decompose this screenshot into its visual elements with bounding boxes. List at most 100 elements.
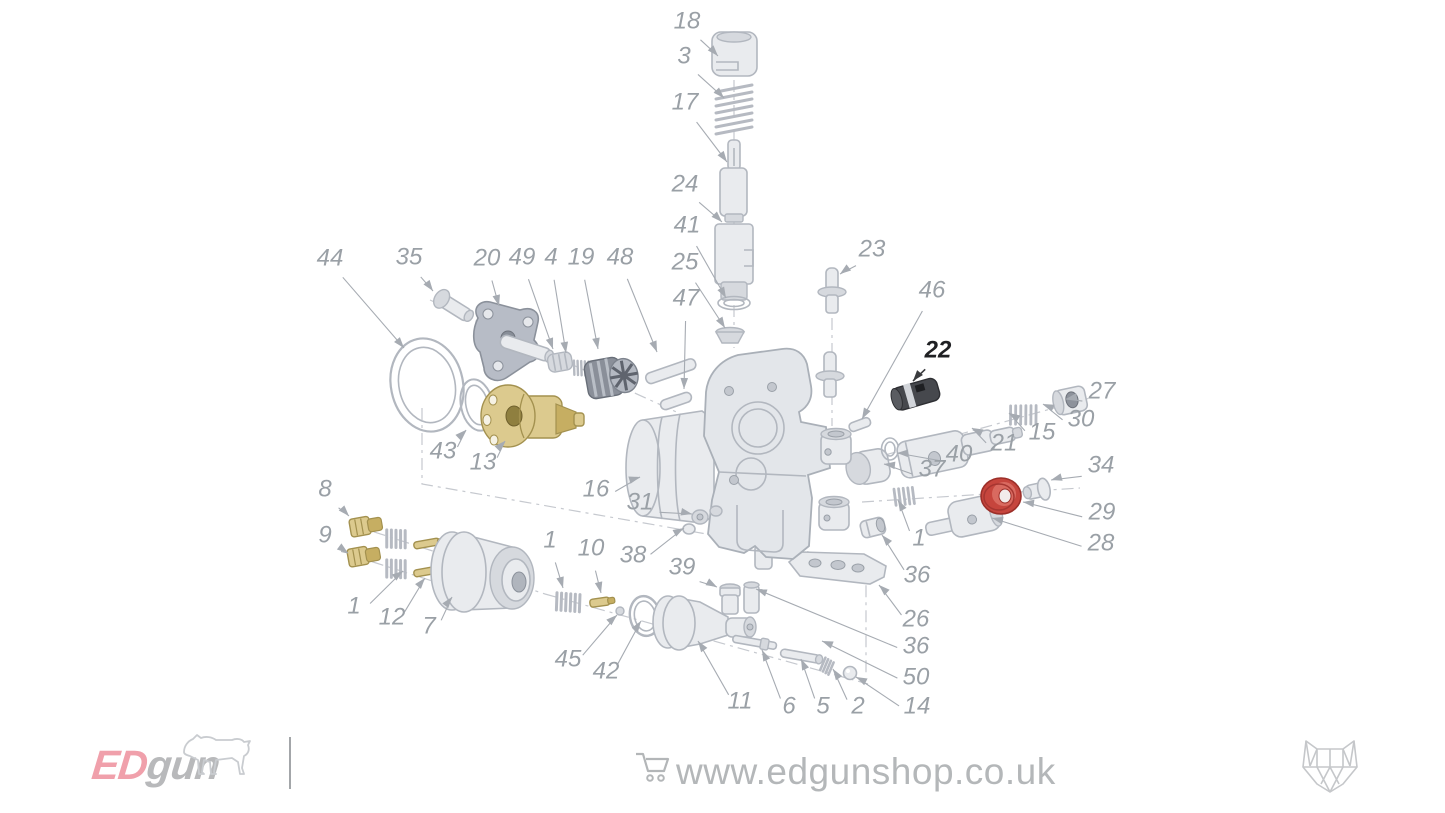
svg-text:35: 35 bbox=[396, 243, 423, 270]
svg-text:14: 14 bbox=[904, 692, 931, 719]
svg-text:13: 13 bbox=[470, 448, 497, 475]
part-1-spring-right bbox=[892, 486, 916, 507]
svg-text:2: 2 bbox=[850, 692, 864, 719]
callout-28: 28 bbox=[991, 516, 1115, 556]
part-37-plug bbox=[845, 448, 891, 486]
svg-text:15: 15 bbox=[1029, 418, 1056, 445]
part-13-gold-hammer bbox=[480, 384, 585, 448]
part-47-pin bbox=[659, 391, 693, 411]
svg-text:39: 39 bbox=[669, 553, 696, 580]
callout-30: 30 bbox=[1042, 403, 1095, 432]
part-4-spring-small bbox=[572, 359, 591, 378]
part-21-valve-cylinder bbox=[896, 426, 1024, 479]
part-2-spring bbox=[818, 656, 835, 676]
callout-34: 34 bbox=[1050, 451, 1115, 481]
svg-text:1: 1 bbox=[543, 526, 556, 553]
callout-27: 27 bbox=[1065, 377, 1117, 404]
svg-text:28: 28 bbox=[1087, 529, 1115, 556]
svg-text:36: 36 bbox=[904, 561, 931, 588]
part-31-38-screws bbox=[682, 505, 723, 535]
part-36-cylinder-b bbox=[743, 581, 760, 614]
callout-1: 1 bbox=[347, 570, 404, 619]
callout-14: 14 bbox=[855, 676, 931, 719]
svg-text:46: 46 bbox=[919, 276, 946, 303]
svg-text:31: 31 bbox=[627, 488, 654, 515]
part-7-piston-housing bbox=[430, 531, 535, 613]
part-8-brass-fitting bbox=[348, 515, 384, 538]
callout-10: 10 bbox=[578, 534, 605, 594]
svg-text:1: 1 bbox=[347, 592, 360, 619]
rottweiler-dog-icon bbox=[183, 734, 251, 775]
part-25-poppet bbox=[714, 326, 746, 344]
svg-text:48: 48 bbox=[607, 243, 634, 270]
svg-text:44: 44 bbox=[317, 244, 344, 271]
svg-text:11: 11 bbox=[728, 687, 753, 714]
part-16-air-tube bbox=[625, 410, 715, 524]
callout-45: 45 bbox=[555, 614, 618, 672]
callout-7: 7 bbox=[422, 596, 453, 639]
part-23-pins bbox=[815, 267, 847, 398]
callout-29: 29 bbox=[1022, 498, 1115, 525]
geometric-fox-icon bbox=[1302, 740, 1358, 793]
svg-text:6: 6 bbox=[782, 692, 796, 719]
svg-text:21: 21 bbox=[990, 429, 1018, 456]
callout-50: 50 bbox=[821, 640, 930, 690]
svg-text:49: 49 bbox=[509, 243, 536, 270]
callout-26: 26 bbox=[878, 584, 930, 632]
callout-24: 24 bbox=[671, 170, 723, 223]
svg-text:34: 34 bbox=[1088, 451, 1115, 478]
callout-43: 43 bbox=[430, 429, 467, 464]
callout-1: 1 bbox=[897, 499, 926, 551]
part-41-o-ring bbox=[717, 295, 751, 311]
svg-text:8: 8 bbox=[318, 475, 332, 502]
shopping-cart-icon bbox=[636, 752, 670, 782]
part-5-pin bbox=[779, 648, 824, 665]
part-body-pillars bbox=[818, 427, 852, 531]
svg-text:23: 23 bbox=[858, 235, 886, 262]
callout-1: 1 bbox=[543, 526, 564, 589]
svg-text:38: 38 bbox=[620, 541, 647, 568]
callout-6: 6 bbox=[761, 649, 796, 719]
svg-text:16: 16 bbox=[583, 475, 610, 502]
shop-url[interactable]: www.edgunshop.co.uk bbox=[676, 751, 1056, 792]
footer-divider bbox=[289, 737, 291, 789]
svg-text:22: 22 bbox=[924, 336, 952, 363]
svg-text:43: 43 bbox=[430, 437, 457, 464]
svg-text:10: 10 bbox=[578, 534, 605, 561]
part-14-ball bbox=[842, 665, 858, 681]
part-6-rod bbox=[732, 634, 778, 651]
callout-25: 25 bbox=[671, 248, 726, 329]
callout-37: 37 bbox=[883, 455, 947, 482]
part-34-fitting bbox=[1022, 477, 1052, 501]
part-19-hammer bbox=[583, 356, 639, 400]
callout-9: 9 bbox=[318, 521, 349, 554]
callout-4: 4 bbox=[544, 243, 569, 354]
part-35-bolt bbox=[432, 288, 475, 323]
callout-38: 38 bbox=[620, 527, 685, 568]
callout-19: 19 bbox=[568, 243, 600, 350]
callout-39: 39 bbox=[669, 553, 718, 588]
part-1-spring-left-a bbox=[385, 528, 407, 550]
svg-text:27: 27 bbox=[1088, 377, 1117, 404]
svg-text:5: 5 bbox=[816, 692, 830, 719]
part-11-knob bbox=[652, 595, 757, 651]
svg-text:17: 17 bbox=[672, 88, 700, 115]
svg-text:4: 4 bbox=[544, 243, 557, 270]
part-46-pin bbox=[848, 416, 872, 433]
svg-text:18: 18 bbox=[674, 7, 701, 34]
svg-text:19: 19 bbox=[568, 243, 595, 270]
svg-text:36: 36 bbox=[903, 632, 930, 659]
callout-15: 15 bbox=[1008, 412, 1056, 445]
svg-text:37: 37 bbox=[919, 455, 947, 482]
svg-text:47: 47 bbox=[673, 284, 701, 311]
callout-5: 5 bbox=[800, 658, 830, 719]
svg-text:3: 3 bbox=[677, 42, 691, 69]
callout-21: 21 bbox=[971, 427, 1018, 456]
svg-text:40: 40 bbox=[946, 440, 973, 467]
svg-text:29: 29 bbox=[1088, 498, 1116, 525]
svg-text:45: 45 bbox=[555, 645, 582, 672]
callout-3: 3 bbox=[677, 42, 725, 99]
